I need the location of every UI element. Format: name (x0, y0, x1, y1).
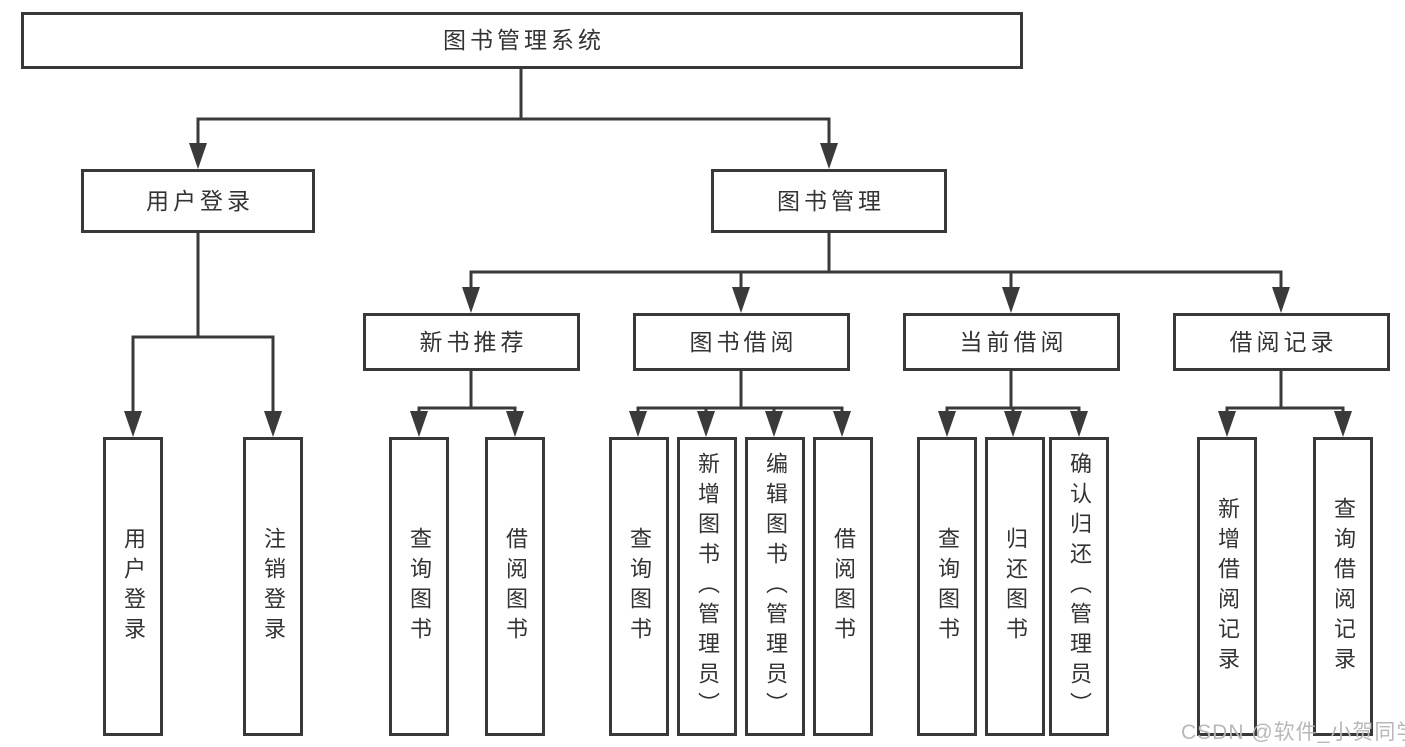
leaf-borrow-borrow-books: 借阅图书 (813, 437, 873, 736)
watermark: CSDN @软件_小贺同学 (1181, 721, 1405, 744)
leaf-current-query-books: 查询图书 (917, 437, 977, 736)
leaf-records-query-record: 查询借阅记录 (1313, 437, 1373, 736)
leaf-recommend-borrow-books-label: 借阅图书 (503, 526, 528, 647)
leaf-user-login: 用户登录 (103, 437, 163, 736)
node-current-borrowing: 当前借阅 (903, 313, 1120, 371)
node-new-book-recommend: 新书推荐 (363, 313, 580, 371)
leaf-recommend-query-books: 查询图书 (389, 437, 449, 736)
leaf-records-add-record-label: 新增借阅记录 (1215, 496, 1240, 677)
leaf-borrow-add-books-admin-label: 新增图书（管理员） (695, 451, 720, 722)
leaf-current-confirm-return-admin: 确认归还（管理员） (1049, 437, 1109, 736)
node-current-borrowing-label: 当前借阅 (959, 328, 1068, 355)
leaf-borrow-query-books: 查询图书 (609, 437, 669, 736)
node-library-system-label: 图书管理系统 (443, 27, 605, 53)
node-library-system: 图书管理系统 (21, 12, 1023, 69)
leaf-borrow-query-books-label: 查询图书 (627, 526, 652, 647)
node-new-book-recommend-label: 新书推荐 (419, 328, 528, 355)
node-user-login-branch-label: 用户登录 (146, 187, 254, 214)
leaf-records-add-record: 新增借阅记录 (1197, 437, 1257, 736)
node-book-management-label: 图书管理 (777, 187, 885, 214)
leaf-current-query-books-label: 查询图书 (935, 526, 960, 647)
leaf-user-login-label: 用户登录 (121, 526, 146, 647)
node-book-borrowing: 图书借阅 (633, 313, 850, 371)
leaf-recommend-query-books-label: 查询图书 (407, 526, 432, 647)
leaf-logout: 注销登录 (243, 437, 303, 736)
leaf-logout-label: 注销登录 (261, 526, 286, 647)
leaf-borrow-add-books-admin: 新增图书（管理员） (677, 437, 737, 736)
node-book-management: 图书管理 (711, 169, 947, 233)
leaf-records-query-record-label: 查询借阅记录 (1331, 496, 1356, 677)
leaf-borrow-borrow-books-label: 借阅图书 (831, 526, 856, 647)
leaf-borrow-edit-books-admin: 编辑图书（管理员） (745, 437, 805, 736)
leaf-current-return-books-label: 归还图书 (1003, 526, 1028, 647)
node-user-login-branch: 用户登录 (81, 169, 315, 233)
node-borrowing-records: 借阅记录 (1173, 313, 1390, 371)
leaf-recommend-borrow-books: 借阅图书 (485, 437, 545, 736)
node-book-borrowing-label: 图书借阅 (689, 328, 798, 355)
leaf-current-confirm-return-admin-label: 确认归还（管理员） (1067, 451, 1092, 722)
leaf-borrow-edit-books-admin-label: 编辑图书（管理员） (763, 451, 788, 722)
node-borrowing-records-label: 借阅记录 (1229, 328, 1338, 355)
leaf-current-return-books: 归还图书 (985, 437, 1045, 736)
